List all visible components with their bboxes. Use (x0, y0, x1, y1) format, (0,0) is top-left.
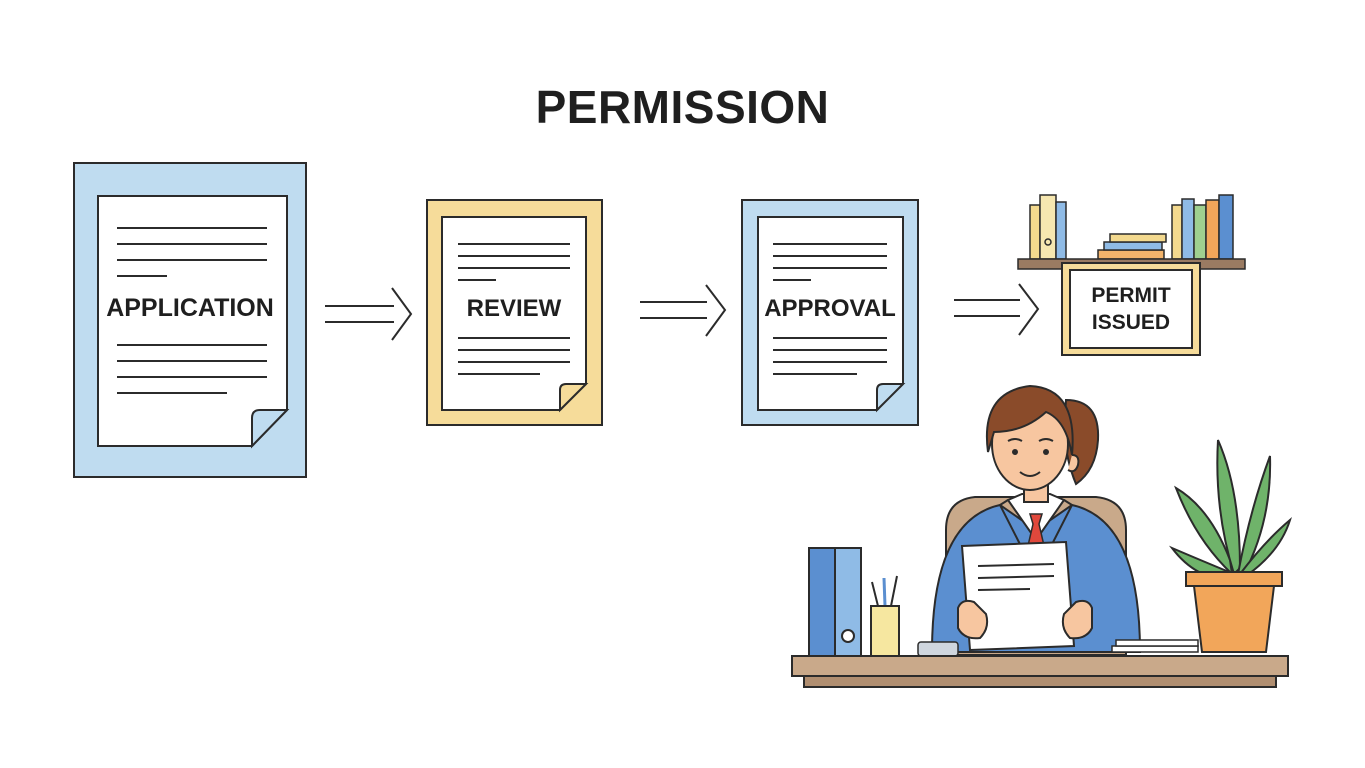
book-icon (1055, 201, 1067, 260)
left-hand (957, 599, 989, 640)
bookshelf (1017, 194, 1246, 270)
approval-step: APPROVAL (741, 199, 919, 426)
desk-edge (803, 675, 1277, 688)
book-icon (1193, 204, 1207, 260)
book-icon (1039, 194, 1057, 260)
right-hand (1061, 599, 1093, 640)
book-icon (1205, 199, 1220, 260)
binder-icon (808, 547, 862, 657)
application-text-lines (117, 227, 267, 394)
book-icon (1103, 241, 1163, 251)
book-icon (1029, 204, 1041, 260)
desk-tray (917, 641, 959, 657)
arrow-right-icon (954, 283, 1040, 336)
permit-issued-sign: PERMIT ISSUED (1061, 262, 1201, 356)
review-text-lines (458, 243, 570, 375)
book-icon (1181, 198, 1195, 260)
review-paper-fold (559, 383, 589, 413)
paper-stack (1111, 639, 1199, 653)
pencil-cup-icon (870, 575, 900, 657)
application-paper-fold (251, 409, 290, 449)
permit-paper (1069, 269, 1193, 349)
hair (986, 384, 1074, 456)
application-label: APPLICATION (106, 294, 274, 322)
book-icon (1109, 233, 1167, 243)
held-document (960, 540, 1076, 652)
book-icon (1218, 194, 1234, 260)
permit-label-line-2: ISSUED (1092, 311, 1170, 334)
arrow-right-icon (640, 284, 727, 337)
approval-label: APPROVAL (764, 295, 896, 322)
permit-label-line-1: PERMIT (1091, 284, 1171, 307)
approval-paper-fold (876, 383, 906, 413)
book-icon (1097, 249, 1165, 260)
book-icon (1171, 204, 1183, 260)
potted-plant-icon (1168, 439, 1292, 653)
desk (791, 655, 1289, 677)
diagram-title: PERMISSION (535, 81, 830, 133)
application-step: APPLICATION (73, 162, 307, 478)
arrow-right-icon (325, 287, 413, 341)
approval-text-lines (773, 243, 887, 375)
review-step: REVIEW (426, 199, 603, 426)
review-label: REVIEW (467, 295, 562, 322)
